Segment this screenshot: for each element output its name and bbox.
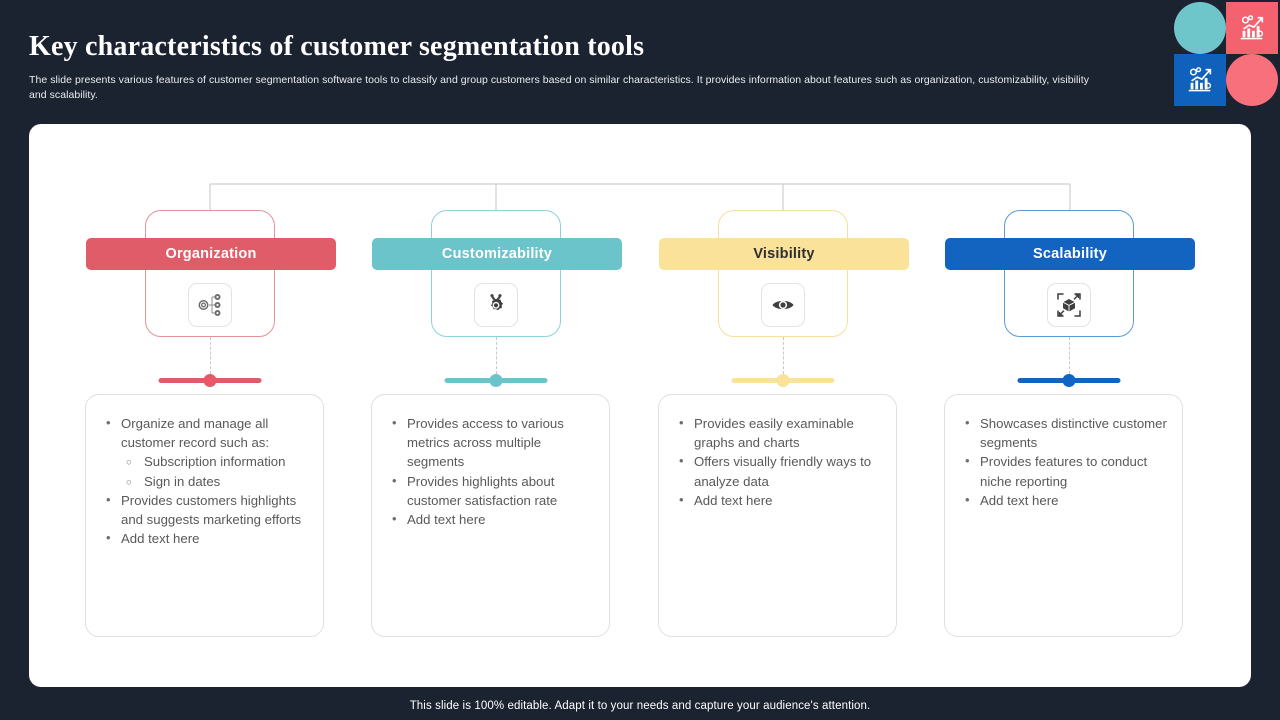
column-scalability: Scalability bbox=[944, 210, 1195, 637]
column-label-customizability[interactable]: Customizability bbox=[372, 238, 622, 270]
list-item: Provides highlights about customer satis… bbox=[386, 471, 595, 510]
text-card-visibility: Provides easily examinable graphs and ch… bbox=[658, 394, 897, 637]
dashed-line bbox=[783, 337, 784, 374]
page-title: Key characteristics of customer segmenta… bbox=[29, 31, 645, 62]
growth-chart-icon bbox=[1185, 65, 1215, 95]
decoration-blue-square bbox=[1174, 54, 1226, 106]
bullet-list: Organize and manage all customer record … bbox=[100, 413, 309, 548]
column-label-organization[interactable]: Organization bbox=[86, 238, 336, 270]
column-customizability: Customizability bbox=[371, 210, 622, 637]
eye-icon bbox=[761, 283, 805, 327]
column-label-visibility[interactable]: Visibility bbox=[659, 238, 909, 270]
decoration-pink-circle bbox=[1226, 54, 1278, 106]
stem-connector bbox=[658, 337, 908, 387]
scale-cube-icon bbox=[1047, 283, 1091, 327]
accent-dot bbox=[203, 374, 217, 387]
list-item: Provides customers highlights and sugges… bbox=[100, 490, 309, 529]
text-card-customizability: Provides access to various metrics acros… bbox=[371, 394, 610, 637]
list-item: Sign in dates bbox=[100, 472, 309, 492]
org-chart-icon bbox=[188, 283, 232, 327]
accent-dot bbox=[776, 374, 790, 387]
list-item: Add text here bbox=[100, 528, 309, 548]
bullet-list: Provides access to various metrics acros… bbox=[386, 413, 595, 529]
bullet-list: Provides easily examinable graphs and ch… bbox=[673, 413, 882, 510]
list-item: Add text here bbox=[673, 490, 882, 510]
content-panel: Organization bbox=[29, 124, 1251, 687]
badge-box: Customizability bbox=[372, 210, 622, 337]
list-item: Add text here bbox=[959, 490, 1168, 510]
list-item: Provides easily examinable graphs and ch… bbox=[673, 413, 882, 452]
dashed-line bbox=[496, 337, 497, 374]
list-item: Showcases distinctive customer segments bbox=[959, 413, 1168, 452]
decoration-teal-circle bbox=[1174, 2, 1226, 54]
column-organization: Organization bbox=[85, 210, 336, 637]
list-item: Provides features to conduct niche repor… bbox=[959, 451, 1168, 490]
decoration-red-square bbox=[1226, 2, 1278, 54]
accent-dot bbox=[1062, 374, 1076, 387]
decoration-grid bbox=[1174, 2, 1278, 106]
list-item: Provides access to various metrics acros… bbox=[386, 413, 595, 472]
stem-connector bbox=[371, 337, 621, 387]
list-item: Organize and manage all customer record … bbox=[100, 413, 309, 452]
list-item: Offers visually friendly ways to analyze… bbox=[673, 451, 882, 490]
settings-gear-tools-icon bbox=[474, 283, 518, 327]
dashed-line bbox=[210, 337, 211, 374]
text-card-scalability: Showcases distinctive customer segments … bbox=[944, 394, 1183, 637]
list-item: Subscription information bbox=[100, 452, 309, 472]
accent-dot bbox=[489, 374, 503, 387]
growth-chart-icon bbox=[1237, 13, 1267, 43]
text-card-organization: Organize and manage all customer record … bbox=[85, 394, 324, 637]
badge-box: Organization bbox=[86, 210, 336, 337]
footer-note: This slide is 100% editable. Adapt it to… bbox=[409, 700, 871, 712]
column-label-scalability[interactable]: Scalability bbox=[945, 238, 1195, 270]
bullet-list: Showcases distinctive customer segments … bbox=[959, 413, 1168, 510]
column-visibility: Visibility Provides easily examinable gr… bbox=[658, 210, 909, 637]
badge-box: Visibility bbox=[659, 210, 909, 337]
badge-box: Scalability bbox=[945, 210, 1195, 337]
page-subtitle: The slide presents various features of c… bbox=[29, 74, 1090, 101]
stem-connector bbox=[85, 337, 335, 387]
list-item: Add text here bbox=[386, 509, 595, 529]
stem-connector bbox=[944, 337, 1194, 387]
dashed-line bbox=[1069, 337, 1070, 374]
